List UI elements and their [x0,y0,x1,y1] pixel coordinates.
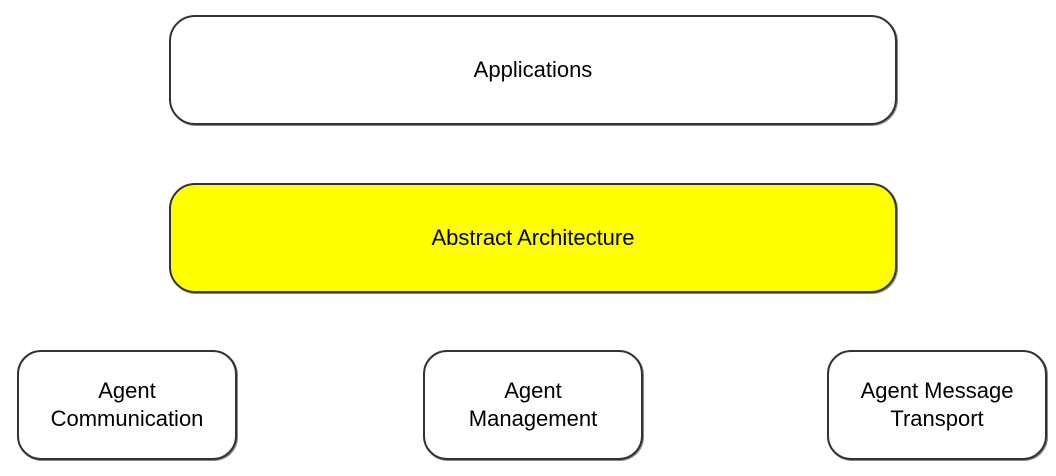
agent-message-transport-box: Agent Message Transport [827,350,1047,460]
agent-management-box: Agent Management [423,350,643,460]
agent-message-transport-text: Agent Message Transport [861,377,1014,433]
agent-communication-box: Agent Communication [17,350,237,460]
abstract-architecture-layer-box: Abstract Architecture [169,183,897,293]
agent-communication-line2: Communication [50,406,204,431]
applications-layer-label: Applications [473,57,593,82]
agent-message-transport-line1: Agent Message [860,378,1014,403]
agent-communication-line1: Agent [98,378,156,403]
abstract-architecture-label: Abstract Architecture [431,225,635,250]
agent-management-text: Agent Management [469,377,597,433]
agent-communication-text: Agent Communication [51,377,204,433]
agent-management-line2: Management [468,406,598,431]
agent-message-transport-line2: Transport [890,406,984,431]
agent-management-line1: Agent [504,378,562,403]
applications-layer-box: Applications [169,15,897,125]
